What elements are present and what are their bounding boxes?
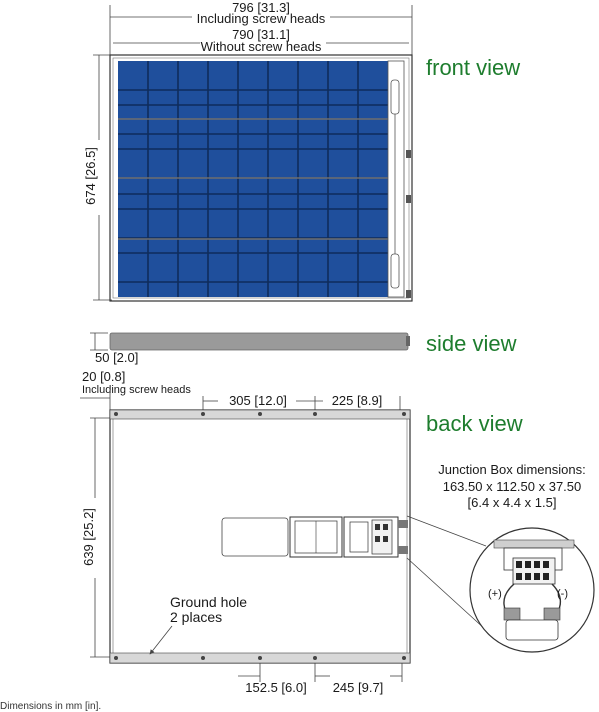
front-frame <box>109 54 413 302</box>
front-height-label: 674 [26.5] <box>83 147 98 205</box>
positive-terminal-label: (+) <box>488 588 502 600</box>
top-width-excl-label: 790 [31.1] <box>232 27 290 42</box>
negative-terminal-label: (-) <box>557 588 568 600</box>
side-view-label: side view <box>426 331 517 356</box>
solar-cell-array <box>118 61 388 297</box>
side-depth-incl-label: 20 [0.8] <box>82 369 125 384</box>
front-view-label: front view <box>426 55 520 80</box>
back-hole-spacing-b: 225 [8.9] <box>332 393 383 408</box>
top-width-incl-note: Including screw heads <box>197 11 326 26</box>
label-plate <box>221 517 289 557</box>
units-footnote: Dimensions in mm [in]. <box>0 701 101 712</box>
junction-box-size-in: [6.4 x 4.4 x 1.5] <box>468 495 557 510</box>
bottom-hole-spacing-b: 245 [9.7] <box>333 680 384 695</box>
ground-hole-count: 2 places <box>170 609 222 625</box>
side-depth-label: 50 [2.0] <box>95 350 138 365</box>
top-width-excl-note: Without screw heads <box>201 39 322 54</box>
junction-box-detail: (+) (-) <box>469 527 595 653</box>
top-width-incl-label: 796 [31.3] <box>232 0 290 15</box>
back-height-label: 639 [25.2] <box>81 508 96 566</box>
junction-box-size-mm: 163.50 x 112.50 x 37.50 <box>443 479 582 494</box>
bottom-hole-spacing-a: 152.5 [6.0] <box>245 680 306 695</box>
top-dimensions: 796 [31.3] Including screw heads 790 [31… <box>109 0 413 60</box>
side-profile <box>109 332 409 351</box>
front-view: 674 [26.5] <box>83 54 413 302</box>
side-view: 50 [2.0] 20 [0.8] Including screw heads <box>80 332 410 410</box>
back-view: 305 [12.0] 225 [8.9] 639 [25.2] <box>81 393 411 695</box>
ground-hole-label: Ground hole <box>170 594 247 610</box>
junction-box <box>289 516 408 558</box>
side-depth-incl-note: Including screw heads <box>82 384 191 396</box>
junction-box-title: Junction Box dimensions: <box>438 462 585 477</box>
back-view-label: back view <box>426 411 523 436</box>
back-hole-spacing-a: 305 [12.0] <box>229 393 287 408</box>
